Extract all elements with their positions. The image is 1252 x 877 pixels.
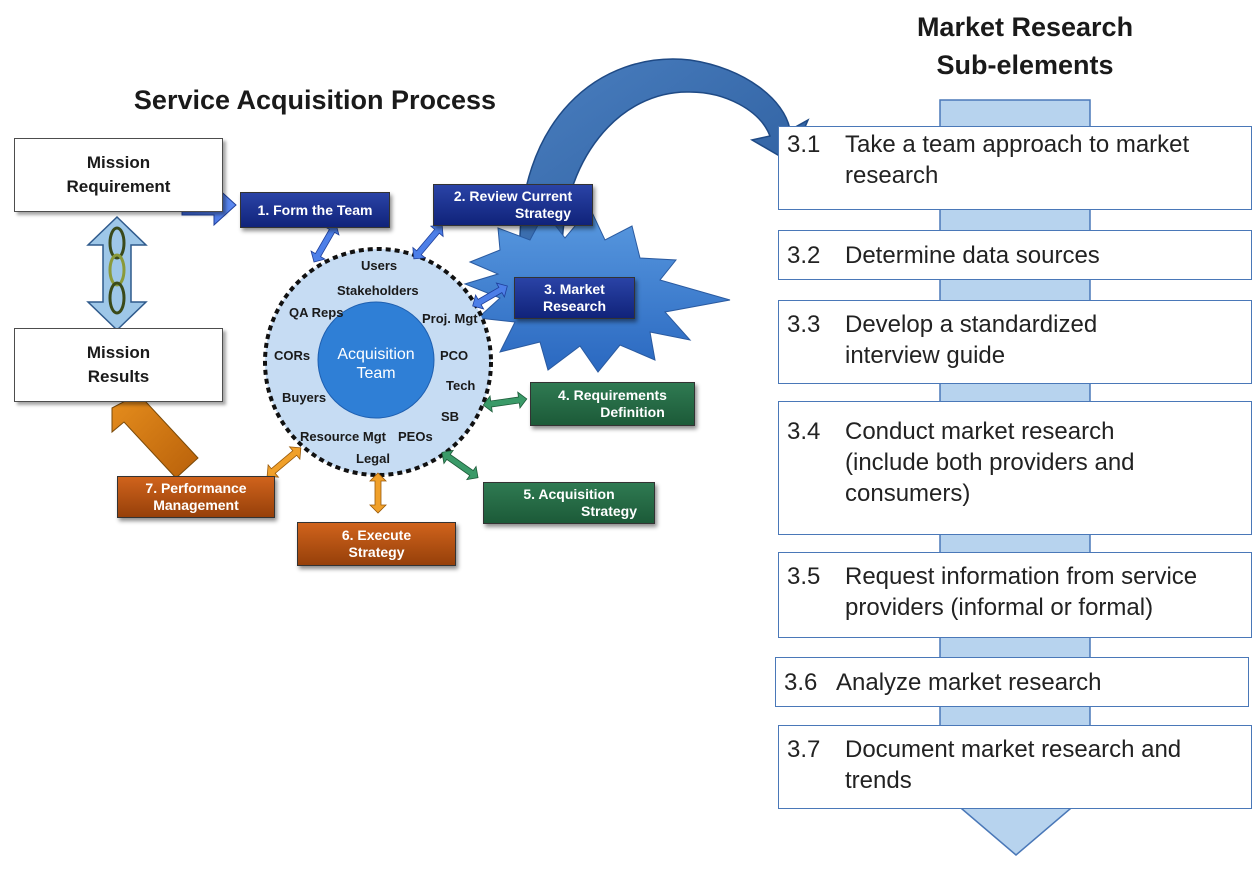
step-1-label: 1. Form the Team	[257, 201, 373, 218]
subelement-3-3-number: 3.3	[787, 311, 821, 338]
subelement-3-7-line2: trends	[845, 767, 912, 794]
market-research-title-line2: Sub-elements	[936, 50, 1114, 80]
subelement-3-1-text: Take a team approach to market research	[845, 129, 1245, 191]
role-proj-mgt: Proj. Mgt	[422, 311, 478, 326]
role-pco: PCO	[440, 348, 469, 363]
subelement-3-3-line1: Develop a standardized	[845, 311, 1098, 338]
step-2-line2: Strategy	[514, 205, 572, 221]
subelement-3-3-text: Develop a standardized interview guide	[845, 309, 1245, 371]
step-5-line1: 5. Acquisition	[523, 486, 615, 502]
step-4-line2: Definition	[600, 404, 665, 420]
step-3-line1: 3. Market	[544, 281, 605, 297]
step-4-requirements: 4. Requirements Definition	[530, 382, 695, 426]
subelement-3-4-line1: Conduct market research	[845, 418, 1115, 445]
step-2-line1: 2. Review Current	[453, 188, 573, 204]
role-users: Users	[361, 258, 398, 273]
mission-requirement-line1: Mission	[86, 153, 151, 172]
acquisition-team-circle	[317, 301, 435, 419]
step-6-line2: Strategy	[348, 544, 405, 560]
role-stakeholders: Stakeholders	[337, 283, 419, 298]
chain-double-arrow	[86, 215, 148, 332]
role-legal: Legal	[356, 451, 390, 466]
curved-arrow	[519, 58, 810, 259]
acquisition-team-line1: Acquisition	[337, 346, 415, 363]
mission-requirement-box: Mission Requirement	[14, 138, 223, 212]
subelement-3-4: 3.4 Conduct market research (include bot…	[778, 401, 1252, 535]
subelement-3-4-number: 3.4	[787, 418, 821, 445]
mission-results-line1: Mission	[86, 343, 151, 362]
role-tech: Tech	[446, 378, 476, 393]
step-1-form-team: 1. Form the Team	[240, 192, 390, 228]
role-peos: PEOs	[398, 429, 433, 444]
step-5-acquisition-strategy: 5. Acquisition Strategy	[483, 482, 655, 524]
subelement-3-1: 3.1 Take a team approach to market resea…	[778, 126, 1252, 210]
subelement-3-2-line1: Determine data sources	[845, 242, 1100, 269]
step-7-line2: Management	[153, 497, 239, 513]
subelement-3-5: 3.5 Request information from service pro…	[778, 552, 1252, 638]
subelement-3-4-line3: consumers)	[845, 480, 971, 507]
acquisition-team-line2: Team	[356, 365, 396, 382]
subelement-3-1-line1: Take a team approach to market	[845, 131, 1190, 158]
role-sb: SB	[441, 409, 460, 424]
subelement-3-2-number: 3.2	[787, 242, 821, 269]
service-acquisition-title: Service Acquisition Process	[133, 85, 497, 115]
role-cors: CORs	[274, 348, 311, 363]
step-4-line1: 4. Requirements	[558, 387, 667, 403]
subelement-3-7: 3.7 Document market research and trends	[778, 725, 1252, 809]
acquisition-team-label: Acquisition Team	[318, 345, 434, 383]
step-3-line2: Research	[542, 298, 607, 314]
role-buyers: Buyers	[282, 390, 327, 405]
subelement-3-2-text: Determine data sources	[845, 240, 1245, 271]
step-2-review-strategy: 2. Review Current Strategy	[433, 184, 593, 226]
mission-results-box: Mission Results	[14, 328, 223, 402]
subelement-3-7-text: Document market research and trends	[845, 734, 1245, 796]
subelement-3-5-text: Request information from service provide…	[845, 561, 1245, 623]
step-3-market-research: 3. Market Research	[514, 277, 635, 319]
subelement-3-4-line2: (include both providers and	[845, 449, 1135, 476]
subelement-3-1-line2: research	[845, 162, 939, 189]
mission-requirement-line2: Requirement	[66, 177, 171, 196]
connector-arrows	[266, 223, 528, 514]
subelement-3-3-line2: interview guide	[845, 342, 1006, 369]
subelement-3-7-line1: Document market research and	[845, 736, 1182, 763]
mission-results-line2: Results	[87, 367, 150, 386]
role-resource-mgt: Resource Mgt	[300, 429, 386, 444]
subelement-3-4-text: Conduct market research (include both pr…	[845, 416, 1245, 509]
subelement-3-6-number: 3.6	[784, 669, 818, 696]
step-6-execute-strategy: 6. Execute Strategy	[297, 522, 456, 566]
subelement-3-7-number: 3.7	[787, 736, 821, 763]
step-6-line1: 6. Execute	[341, 527, 412, 543]
subelement-3-5-number: 3.5	[787, 563, 821, 590]
role-qa-reps: QA Reps	[289, 305, 344, 320]
subelement-3-5-line1: Request information from service	[845, 563, 1198, 590]
step-5-line2: Strategy	[580, 503, 638, 519]
subelement-3-5-line2: providers (informal or formal)	[845, 594, 1154, 621]
subelement-3-3: 3.3 Develop a standardized interview gui…	[778, 300, 1252, 384]
market-research-title-line1: Market Research	[916, 12, 1134, 42]
subelement-3-1-number: 3.1	[787, 131, 821, 158]
subelement-3-6-text: Analyze market research	[836, 667, 1242, 698]
step-7-performance-management: 7. Performance Management	[117, 476, 275, 518]
subelement-3-2: 3.2 Determine data sources	[778, 230, 1252, 280]
subelement-3-6: 3.6 Analyze market research	[775, 657, 1249, 707]
step-7-line1: 7. Performance	[145, 480, 247, 496]
subelement-3-6-line1: Analyze market research	[836, 669, 1102, 696]
